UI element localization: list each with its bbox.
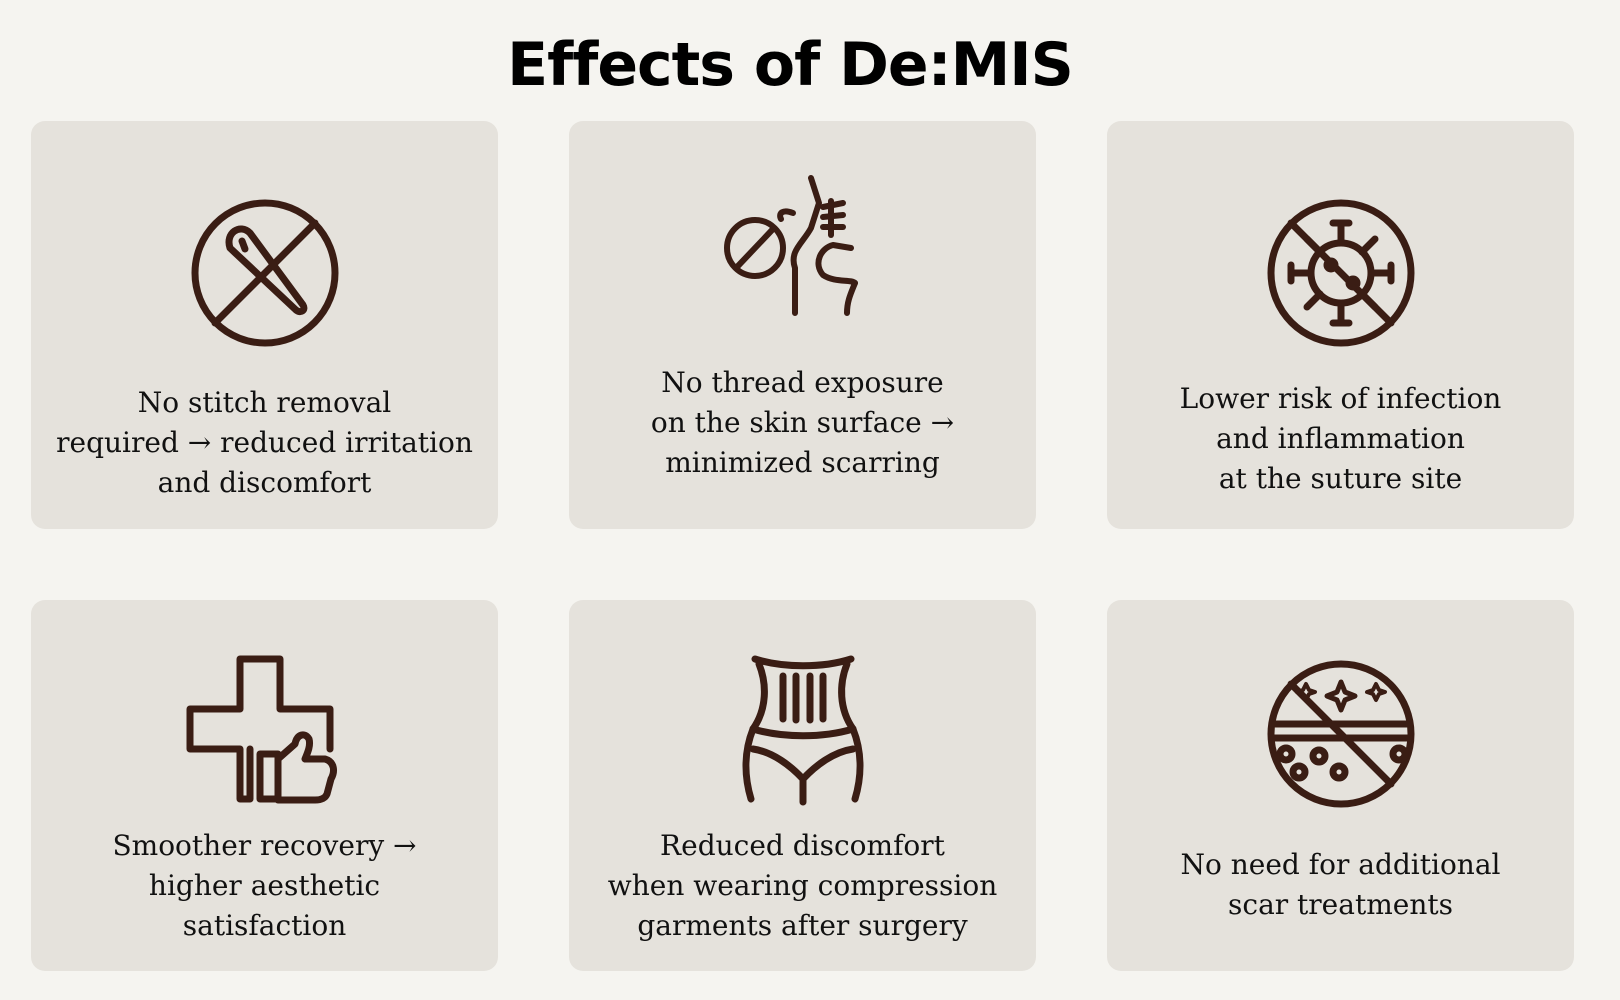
effect-card-lower-infection-risk: Lower risk of infection and inflammation… (1107, 121, 1574, 529)
effect-card-text: No need for additional scar treatments (1180, 848, 1501, 921)
no-stitch-icon (31, 193, 498, 353)
effect-card-text: No stitch removal required → reduced irr… (56, 386, 473, 499)
compression-garment-icon (569, 654, 1036, 814)
no-scar-skin-icon (1107, 654, 1574, 814)
effect-card-no-thread-exposure: No thread exposure on the skin surface →… (569, 121, 1036, 529)
page-title: Effects of De:MIS (507, 30, 1074, 100)
medical-cross-thumbs-up-icon (31, 654, 498, 814)
effect-card-compression-garments: Reduced discomfort when wearing compress… (569, 600, 1036, 971)
no-thread-exposure-icon (569, 173, 1036, 333)
effect-card-text: No thread exposure on the skin surface →… (650, 366, 955, 479)
effect-card-text: Reduced discomfort when wearing compress… (607, 829, 998, 942)
effect-card-no-scar-treatments: No need for additional scar treatments (1107, 600, 1574, 971)
effect-card-no-stitch-removal: No stitch removal required → reduced irr… (31, 121, 498, 529)
effect-card-text: Smoother recovery → higher aesthetic sat… (112, 829, 417, 942)
effect-card-text: Lower risk of infection and inflammation… (1179, 382, 1502, 495)
effect-card-smoother-recovery: Smoother recovery → higher aesthetic sat… (31, 600, 498, 971)
no-virus-icon (1107, 193, 1574, 353)
